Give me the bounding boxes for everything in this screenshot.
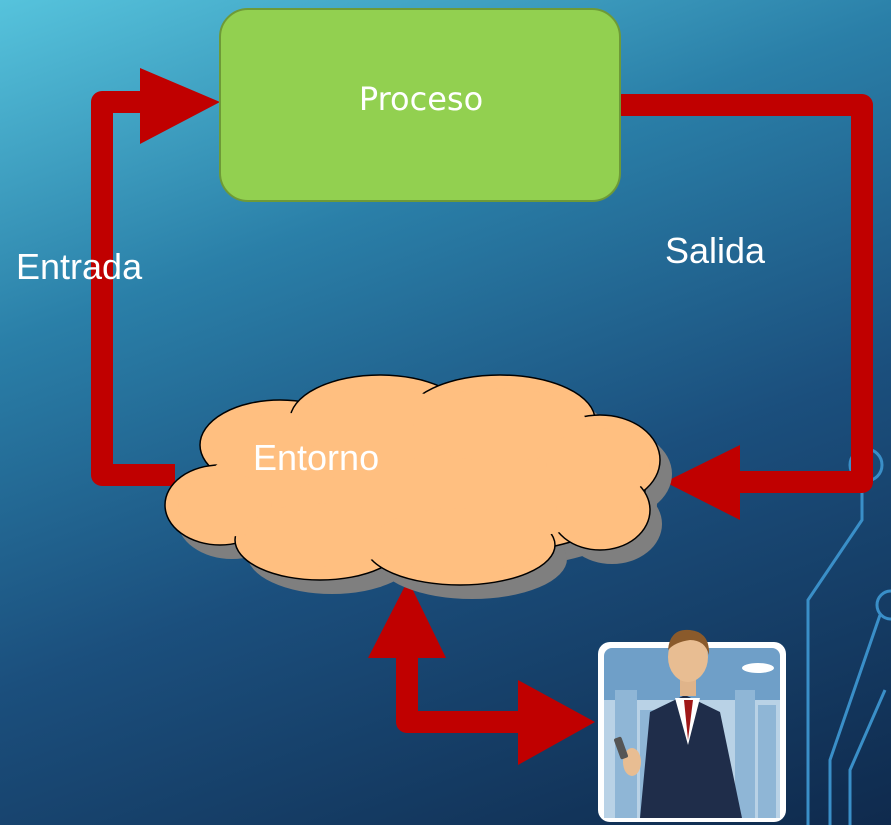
businessman-with-phone-icon [598, 629, 786, 822]
interaction-arrow [368, 580, 595, 765]
process-box [219, 8, 621, 202]
environment-label: Entorno [253, 437, 380, 478]
input-arrow [91, 68, 220, 486]
output-arrow [620, 94, 873, 520]
circuit-decoration [806, 440, 891, 825]
output-label: Salida [665, 230, 766, 271]
process-label: Proceso [358, 80, 484, 118]
input-label: Entrada [16, 246, 143, 287]
